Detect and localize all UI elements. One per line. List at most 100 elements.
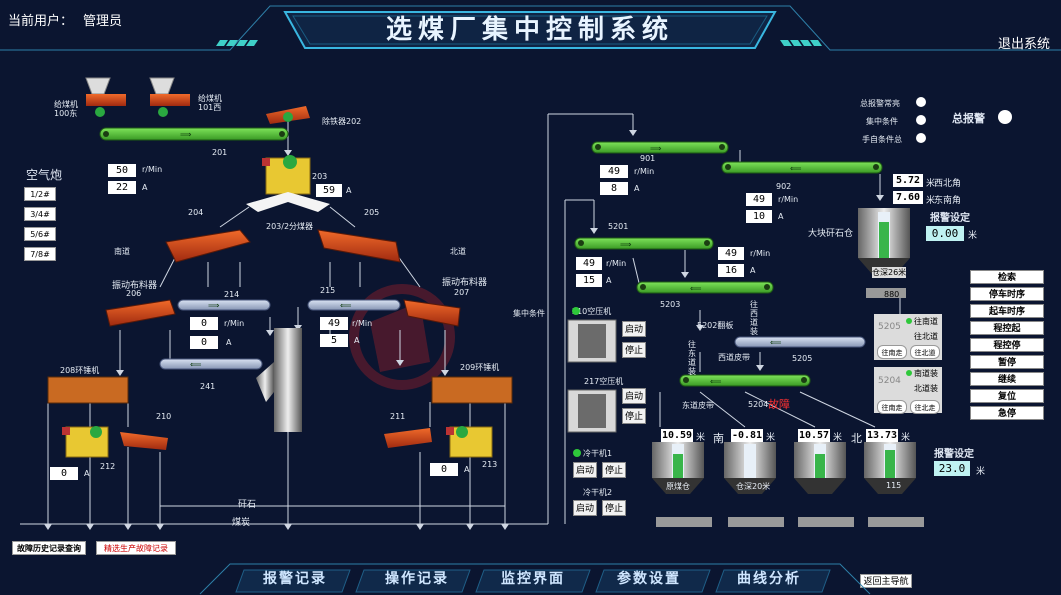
unit-r-201: r/Min — [142, 165, 163, 174]
unit-a-203: A — [346, 186, 352, 195]
alarm-bins-input[interactable]: 23.0 — [934, 461, 970, 476]
compressor-210-start[interactable]: 启动 — [622, 321, 646, 337]
nav-curve-analysis[interactable]: 曲线分析 — [737, 571, 801, 587]
speed-201: 50 — [108, 164, 136, 177]
label-205: 205 — [364, 208, 380, 217]
air-cannon-5-6[interactable]: 5/6# — [24, 227, 56, 241]
current-901: 8 — [600, 182, 628, 195]
svg-text:⟸: ⟸ — [690, 284, 702, 293]
page-title: 选煤厂集中控制系统 — [385, 15, 674, 45]
unit-a-5201: A — [606, 276, 612, 285]
speed-214: 0 — [190, 317, 218, 330]
total-alarm-label: 总报警 — [952, 112, 985, 125]
gangue-label: 矸石 — [238, 500, 257, 510]
south-label: 南道 — [114, 247, 130, 256]
bin-d-label: 115 — [886, 481, 902, 490]
user-label: 当前用户： — [8, 14, 74, 29]
production-record-button[interactable]: 精选生产故障记录 — [96, 541, 176, 555]
bin-unit-2: 米 — [766, 433, 776, 443]
unit-a-215: A — [354, 336, 360, 345]
dryer1-status — [573, 449, 581, 457]
label-204: 204 — [188, 208, 204, 217]
search-button[interactable]: 检索 — [970, 270, 1044, 284]
module-5205-status — [906, 318, 912, 324]
bottom-nav-decoration — [199, 563, 871, 595]
stop-sequence-button[interactable]: 停车时序 — [970, 287, 1044, 301]
label-213: 213 — [482, 460, 498, 469]
bin-level-2: -0.81 — [731, 429, 763, 442]
dryer1-label: 冷干机1 — [583, 449, 613, 458]
air-cannon-1-2[interactable]: 1/2# — [24, 187, 56, 201]
label-211: 211 — [390, 412, 406, 421]
dryer2-start[interactable]: 启动 — [573, 500, 597, 516]
central-condition-alarm-label: 集中条件 — [866, 117, 898, 126]
bin-level-1: 10.59 — [661, 429, 693, 442]
level-southeast: 7.60 — [893, 191, 923, 204]
compressor-217-stop[interactable]: 停止 — [622, 408, 646, 424]
module-5204-north-button[interactable]: 往北走 — [910, 400, 940, 414]
reset-button[interactable]: 复位 — [970, 389, 1044, 403]
program-stop-button[interactable]: 程控停 — [970, 338, 1044, 352]
label-208: 208环锤机 — [60, 366, 100, 375]
alarm-always-on-indicator — [916, 97, 926, 107]
unit-a-214: A — [226, 338, 232, 347]
module-5204-label: 5204 — [878, 376, 901, 386]
module-5205-north-button[interactable]: 往北道 — [910, 345, 940, 359]
current-5203: 16 — [718, 264, 744, 277]
speed-215: 49 — [320, 317, 348, 330]
unit-a-5203: A — [750, 266, 756, 275]
iron-remover-label: 除铁器202 — [322, 117, 362, 126]
current-5201: 15 — [576, 274, 602, 287]
big-bin-code: 880 — [884, 290, 900, 299]
speed-902: 49 — [746, 193, 772, 206]
north-bin-label: 北 — [851, 432, 862, 445]
conveyor-203-label: 203 — [312, 172, 328, 181]
module-5204-south-button[interactable]: 往南走 — [877, 400, 907, 414]
dryer1-stop[interactable]: 停止 — [602, 462, 626, 478]
exit-button[interactable]: 退出系统 — [998, 37, 1051, 52]
svg-text:⟸: ⟸ — [710, 377, 722, 386]
unit-a-201: A — [142, 183, 148, 192]
manual-auto-label: 手自条件总 — [862, 135, 902, 144]
module-5204-status — [906, 370, 912, 376]
alarm-big-bin-input[interactable]: 0.00 — [926, 226, 964, 241]
label-209: 209环锤机 — [460, 363, 500, 372]
unit-r-902: r/Min — [778, 195, 799, 204]
manual-auto-indicator — [916, 133, 926, 143]
continue-button[interactable]: 继续 — [970, 372, 1044, 386]
nav-alarm-records[interactable]: 报警记录 — [263, 571, 327, 587]
nav-operation-records[interactable]: 操作记录 — [385, 571, 449, 587]
label-5205: 5205 — [792, 354, 813, 363]
fault-history-button[interactable]: 故障历史记录查询 — [12, 541, 86, 555]
emergency-stop-button[interactable]: 急停 — [970, 406, 1044, 420]
module-5205-south-button[interactable]: 往南走 — [877, 345, 907, 359]
northwest-label: 西北角 — [934, 179, 962, 189]
dryer1-start[interactable]: 启动 — [573, 462, 597, 478]
pause-button[interactable]: 暂停 — [970, 355, 1044, 369]
header-decoration — [0, 5, 1061, 51]
dryer2-stop[interactable]: 停止 — [602, 500, 626, 516]
big-bin-label: 大块矸石仓 — [808, 229, 854, 239]
nav-monitor[interactable]: 监控界面 — [501, 571, 565, 587]
return-main-nav-button[interactable]: 返回主导航 — [860, 574, 912, 588]
bin-unit-4: 米 — [901, 433, 911, 443]
module-5204-north-load: 北道装 — [914, 384, 938, 393]
svg-text:⟸: ⟸ — [770, 338, 782, 347]
label-206: 206 — [126, 289, 142, 298]
label-215: 215 — [320, 286, 336, 295]
alarm-set-label: 报警设定 — [930, 213, 970, 224]
program-start-button[interactable]: 程控起 — [970, 321, 1044, 335]
compressor-210-stop[interactable]: 停止 — [622, 342, 646, 358]
label-207: 207 — [454, 288, 470, 297]
svg-text:⟸: ⟸ — [190, 360, 202, 369]
air-cannon-3-4[interactable]: 3/4# — [24, 207, 56, 221]
module-5204-south-load: 南道装 — [914, 369, 938, 378]
air-cannon-7-8[interactable]: 7/8# — [24, 247, 56, 261]
current-212: 0 — [50, 467, 78, 480]
label-212: 212 — [100, 462, 116, 471]
compressor-217-start[interactable]: 启动 — [622, 388, 646, 404]
nav-parameters[interactable]: 参数设置 — [617, 571, 681, 587]
start-sequence-button[interactable]: 起车时序 — [970, 304, 1044, 318]
current-902: 10 — [746, 210, 772, 223]
conveyor-901-label: 901 — [640, 154, 656, 163]
